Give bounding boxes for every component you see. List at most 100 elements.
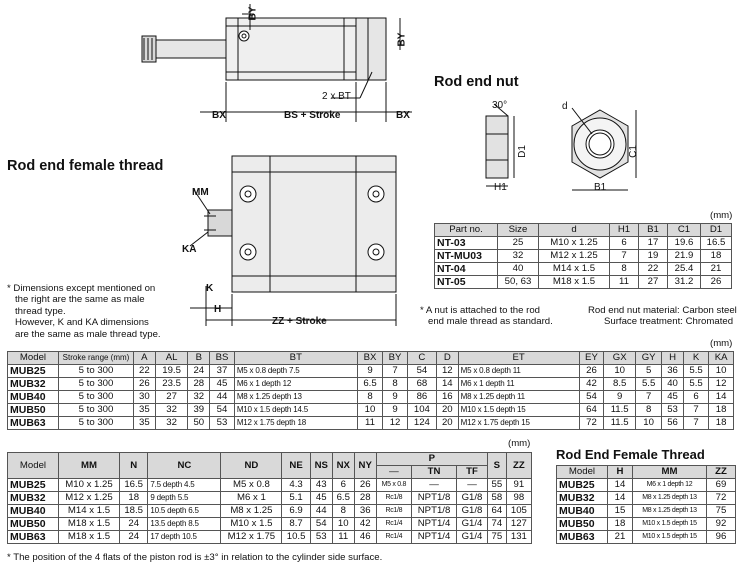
table-cell: 35 [133, 403, 156, 417]
main-header: Model [7, 351, 59, 365]
table-cell: M12 x 1.75 depth 18 [233, 416, 358, 430]
model-cell: MUB25 [7, 364, 59, 378]
table-cell: NPT1/8 [411, 491, 458, 505]
table-cell: 40 [497, 262, 539, 276]
second-header: NY [353, 452, 377, 479]
dim-mm: MM [192, 187, 209, 198]
nut-material-note: Rod end nut material: Carbon steel Surfa… [588, 305, 737, 328]
table-cell: 35 [133, 416, 156, 430]
nut-header: d [538, 223, 610, 237]
table-cell: 6.5 [356, 377, 384, 391]
table-cell: 13.5 depth 8.5 [147, 517, 222, 531]
dim-bx-left: BX [212, 110, 226, 121]
table-cell: 26 [353, 478, 377, 492]
model-cell: MUB50 [7, 403, 59, 417]
dim-bs: BS + Stroke [284, 110, 341, 121]
table-cell: Rc1/8 [375, 491, 413, 505]
model-cell: MUB40 [7, 504, 59, 518]
main-header: BX [356, 351, 384, 365]
main-header: BT [233, 351, 358, 365]
second-header: NE [281, 452, 311, 479]
model-cell: MUB50 [556, 517, 608, 531]
main-header: GY [635, 351, 663, 365]
table-cell: 19.6 [667, 236, 701, 250]
table-cell: M14 x 1.5 [58, 504, 120, 518]
table-cell: 22 [133, 364, 156, 378]
table-cell: 11 [356, 416, 384, 430]
table-cell: — [456, 478, 488, 492]
table-cell: 131 [505, 530, 533, 544]
main-header: ET [457, 351, 580, 365]
p-subheader: TF [456, 465, 488, 479]
table-cell: 42 [578, 377, 605, 391]
table-cell: 4.3 [281, 478, 311, 492]
table-cell: 124 [406, 416, 437, 430]
table-cell: M10 x 1.5 [220, 517, 283, 531]
female-header: ZZ [706, 465, 736, 479]
second-dimension-table: Model MM N NC ND NE NS NX NY P S ZZ — TN… [7, 452, 533, 544]
table-cell: M5 x 0.8 depth 7.5 [233, 364, 358, 378]
table-cell: 14 [708, 390, 734, 404]
model-cell: MUB50 [7, 517, 59, 531]
main-header: A [133, 351, 156, 365]
table-cell: M8 x 1.25 depth 11 [457, 390, 580, 404]
table-cell: 28 [187, 377, 211, 391]
table-cell: 15 [607, 504, 633, 518]
nut-header: D1 [700, 223, 732, 237]
nut-note: * A nut is attached to the rod end male … [420, 305, 553, 328]
table-cell: 44 [309, 504, 333, 518]
table-cell: 26 [700, 275, 732, 289]
table-cell: Rc1/8 [375, 504, 413, 518]
table-cell: 9 [382, 403, 408, 417]
female-header: Model [556, 465, 608, 479]
table-cell: 32 [154, 416, 189, 430]
table-cell: 27 [154, 390, 189, 404]
table-cell: 72 [578, 416, 605, 430]
table-cell: 31.2 [667, 275, 701, 289]
table-cell: M8 x 1.25 [220, 504, 283, 518]
table-cell: 5.5 [682, 364, 710, 378]
main-header: KA [708, 351, 734, 365]
table-cell: 6.9 [281, 504, 311, 518]
table-cell: M10 x 1.5 depth 15 [457, 403, 580, 417]
table-cell: 69 [706, 478, 736, 492]
rod-end-female-title: Rod end female thread [7, 158, 164, 174]
table-cell: 8.7 [281, 517, 311, 531]
table-cell: 25 [497, 236, 539, 250]
female-header: MM [632, 465, 707, 479]
table-cell: 7 [682, 416, 710, 430]
second-header: N [118, 452, 149, 479]
table-cell: 20 [435, 403, 459, 417]
table-cell: NPT1/4 [411, 530, 458, 544]
dim-k: K [206, 283, 214, 294]
table-cell: 11.5 [603, 416, 637, 430]
table-cell: M8 x 1.25 depth 13 [233, 390, 358, 404]
nut-header: Part no. [434, 223, 498, 237]
table-cell: 8 [609, 262, 639, 276]
p-subheader: — [375, 465, 413, 479]
table-cell: M10 x 1.5 depth 15 [632, 530, 707, 544]
table-cell: 104 [406, 403, 437, 417]
table-cell: 26 [133, 377, 156, 391]
table-cell: 5.5 [682, 377, 710, 391]
nut-dim-b1: B1 [594, 182, 607, 193]
table-cell: M8 x 1.25 depth 13 [632, 491, 707, 505]
table-cell: 92 [706, 517, 736, 531]
main-header: BY [382, 351, 408, 365]
female-table-title: Rod End Female Thread [556, 447, 705, 462]
table-cell: M10 x 1.25 [538, 236, 610, 250]
table-cell: 18 [700, 249, 732, 263]
table-cell: 74 [486, 517, 507, 531]
second-header: S [486, 452, 507, 479]
table-cell: 22 [638, 262, 668, 276]
table-cell: M8 x 1.25 depth 13 [632, 504, 707, 518]
table-cell: 27 [638, 275, 668, 289]
